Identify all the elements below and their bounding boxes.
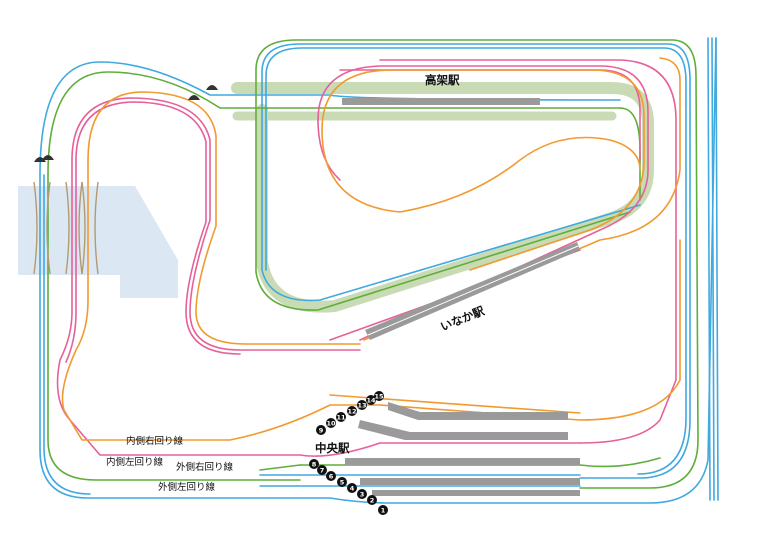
svg-text:6: 6 — [329, 473, 334, 481]
platform-number-1: 1 — [378, 505, 388, 515]
platform-central-mid — [358, 420, 568, 440]
svg-text:5: 5 — [340, 479, 345, 487]
platform-central-lower-1 — [345, 458, 580, 465]
svg-text:9: 9 — [319, 427, 324, 435]
rural-station-label: いなか駅 — [438, 303, 486, 333]
platform-number-14: 14 — [366, 395, 376, 405]
svg-text:7: 7 — [320, 467, 325, 475]
outer-left-track — [39, 37, 719, 504]
platform-central-lower-2 — [360, 478, 580, 485]
svg-text:11: 11 — [336, 414, 346, 422]
platform-number-12: 12 — [347, 406, 357, 416]
svg-text:12: 12 — [347, 408, 356, 416]
rural-platform-line — [367, 245, 579, 336]
svg-text:8: 8 — [312, 461, 317, 469]
platform-number-11: 11 — [336, 412, 346, 422]
platform-elevated — [342, 98, 540, 105]
platform-central-lower-3 — [372, 490, 580, 496]
svg-text:1: 1 — [381, 507, 386, 515]
platform-number-badges: 1 2 3 4 5 6 7 8 9 10 11 12 13 14 15 — [309, 391, 388, 515]
platform-number-4: 4 — [347, 483, 357, 493]
inner-left-line-label: 内側左回り線 — [106, 456, 164, 468]
platform-number-6: 6 — [326, 471, 336, 481]
tunnel-portals — [34, 85, 218, 162]
platform-number-2: 2 — [367, 495, 377, 505]
platform-number-3: 3 — [357, 489, 367, 499]
building-area — [18, 186, 178, 298]
viaduct-structure — [231, 82, 654, 313]
outer-right-track — [47, 39, 699, 489]
platform-number-7: 7 — [317, 465, 327, 475]
platform-number-10: 10 — [326, 418, 336, 428]
platform-number-5: 5 — [337, 477, 347, 487]
svg-text:4: 4 — [350, 485, 355, 493]
outer-right-line-label: 外側右回り線 — [176, 461, 234, 473]
svg-text:13: 13 — [357, 402, 366, 410]
svg-text:10: 10 — [326, 420, 336, 428]
platform-number-9: 9 — [316, 425, 326, 435]
inner-right-line-label: 内側右回り線 — [126, 435, 184, 447]
svg-text:2: 2 — [370, 497, 375, 505]
platform-number-13: 13 — [357, 400, 367, 410]
inner-left-track — [56, 59, 677, 457]
svg-text:14: 14 — [366, 397, 376, 405]
elevated-station-label: 高架駅 — [425, 73, 460, 87]
platform-number-8: 8 — [309, 459, 319, 469]
inner-right-track — [61, 57, 681, 441]
outer-left-line-label: 外側左回り線 — [158, 481, 216, 493]
bridge-markers — [33, 181, 99, 275]
platform-number-15: 15 — [374, 391, 384, 401]
central-station-label: 中央駅 — [315, 441, 350, 455]
svg-text:3: 3 — [360, 491, 365, 499]
svg-text:15: 15 — [374, 393, 384, 401]
platform-central-upper — [388, 402, 568, 420]
